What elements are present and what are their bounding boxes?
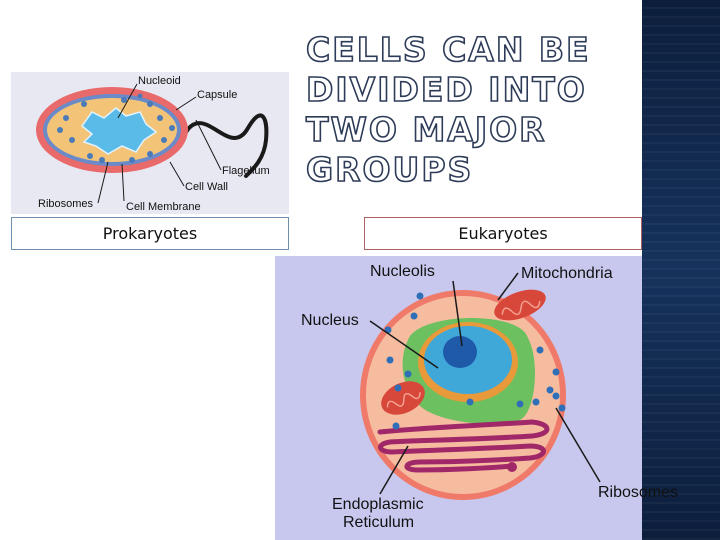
label-nucleoid: Nucleoid [138, 75, 181, 87]
label-nucleus: Nucleus [301, 312, 359, 329]
nucleolus-shape [443, 336, 477, 368]
eukaryotes-label: Eukaryotes [458, 224, 548, 243]
label-cell-wall: Cell Wall [185, 181, 228, 193]
decorative-side-band [642, 0, 720, 540]
label-capsule: Capsule [197, 89, 237, 101]
label-ribosomes-prokaryote: Ribosomes [38, 198, 94, 210]
nucleoid-shape [80, 107, 158, 155]
mitochondria-shapes [381, 289, 546, 415]
eukaryotes-label-box: Eukaryotes [364, 217, 642, 250]
prokaryote-leader-lines [97, 83, 222, 204]
eukaryote-diagram: Nucleolis Mitochondria Nucleus Ribosomes… [301, 263, 678, 531]
prokaryotes-label: Prokaryotes [102, 224, 198, 243]
slide-title: CELLS CAN BE DIVIDED INTO TWO MAJOR GROU… [305, 29, 591, 190]
endoplasmic-reticulum-shape [377, 419, 550, 473]
label-cell-membrane: Cell Membrane [126, 201, 201, 213]
prokaryote-diagram: Nucleoid Capsule Flagellum Cell Wall Cel… [36, 75, 270, 213]
label-nucleolis: Nucleolis [370, 263, 435, 280]
eukaryote-ribosome-dots [384, 292, 566, 430]
label-reticulum: Reticulum [343, 514, 414, 531]
label-endoplasmic: Endoplasmic [332, 496, 424, 513]
flagellum-shape [184, 113, 269, 178]
prokaryote-ribosome-dots [57, 93, 175, 163]
label-ribosomes-eukaryote: Ribosomes [598, 484, 678, 501]
label-mitochondria: Mitochondria [521, 265, 613, 282]
prokaryotes-label-box: Prokaryotes [11, 217, 289, 250]
er-vesicle [507, 462, 517, 472]
eukaryote-leader-lines [369, 272, 601, 495]
label-flagellum: Flagellum [222, 165, 270, 177]
